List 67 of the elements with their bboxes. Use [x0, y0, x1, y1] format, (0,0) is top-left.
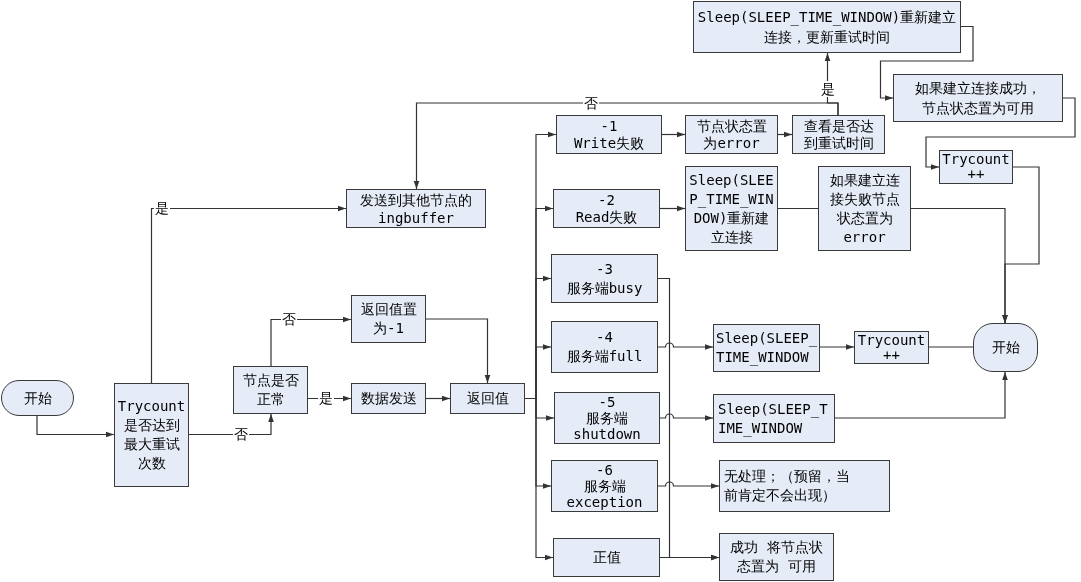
process-box: 正值 — [553, 538, 660, 577]
status-text: Read失败 — [575, 208, 638, 226]
arrow — [879, 25, 974, 101]
return-code: -6 — [596, 462, 613, 478]
status-text: 服务端exception — [565, 478, 644, 510]
edge-label: 否 — [281, 311, 297, 327]
terminal-box: 开始 — [973, 323, 1038, 372]
arrow — [425, 318, 491, 384]
process-box: Trycount ++ — [939, 150, 1013, 184]
status-text: Write失败 — [573, 134, 645, 152]
return-code: -1 — [600, 117, 618, 135]
return-code: -3 — [596, 259, 613, 279]
return-code: -2 — [598, 191, 615, 209]
process-box: Sleep(SLEEP_TIME_WINDOW)重新建立连接 — [685, 166, 778, 251]
arrow — [659, 413, 714, 421]
process-box: 如果建立连接失败节点状态置为error — [818, 166, 911, 251]
edge-label: 否 — [583, 95, 599, 111]
arrow — [777, 131, 793, 138]
edge-label: 是 — [820, 81, 836, 97]
terminal-box: 开始 — [1, 380, 74, 416]
process-box: Trycount是否达到最大重试次数 — [114, 383, 189, 487]
arrow — [524, 397, 554, 561]
process-box — [553, 189, 660, 228]
arrow — [659, 554, 720, 561]
process-box: 节点状态置为error — [685, 115, 778, 154]
process-box — [551, 321, 658, 373]
process-box — [554, 392, 660, 444]
process-box: 返回值 — [450, 383, 525, 414]
process-box — [551, 254, 658, 303]
arrow — [819, 344, 855, 350]
arrow — [659, 205, 686, 212]
arrow — [150, 205, 347, 384]
connector-line — [928, 346, 974, 348]
process-box — [556, 115, 662, 154]
arrow — [834, 371, 1008, 419]
arrow — [657, 342, 714, 350]
process-box: Sleep(SLEEP_TIME_WINDOW — [713, 324, 820, 372]
process-box: 发送到其他节点的ingbuffer — [346, 189, 486, 228]
process-box: 返回值置为-1 — [351, 295, 426, 343]
process-box: 无处理；（预留，当前肯定不会出现） — [719, 460, 890, 512]
process-box: 数据发送 — [351, 383, 426, 414]
edge-label: 是 — [318, 390, 334, 406]
process-box: 如果建立连接成功，节点状态置为可用 — [893, 74, 1063, 122]
arrow — [188, 413, 274, 436]
process-box: 成功 将节点状态置为 可用 — [719, 533, 834, 581]
return-code: -4 — [596, 328, 613, 347]
edge-label: 否 — [233, 426, 249, 442]
connector-line — [777, 207, 819, 210]
arrow — [910, 207, 1008, 324]
process-box: 查看是否达到重试时间 — [792, 115, 885, 154]
process-box: Sleep(SLEEP_TIME_WINDOW — [713, 394, 835, 443]
arrow — [661, 131, 686, 138]
return-code: -5 — [598, 394, 616, 410]
arrow — [925, 97, 1076, 170]
arrow — [425, 395, 451, 402]
process-box: 节点是否正常 — [233, 366, 308, 414]
process-box: Sleep(SLEEP_TIME_WINDOW)重新建立连接，更新重试时间 — [693, 1, 961, 53]
status-text: 服务端full — [566, 347, 643, 366]
arrow — [270, 316, 352, 367]
status-text: 服务端busy — [566, 278, 643, 298]
arrow — [657, 481, 720, 489]
edge-label: 是 — [154, 200, 170, 216]
status-text: 服务端shutdown — [572, 410, 642, 442]
process-box: Trycount ++ — [854, 331, 929, 364]
arrow — [36, 415, 115, 438]
arrow — [413, 102, 839, 190]
process-box — [551, 460, 658, 512]
